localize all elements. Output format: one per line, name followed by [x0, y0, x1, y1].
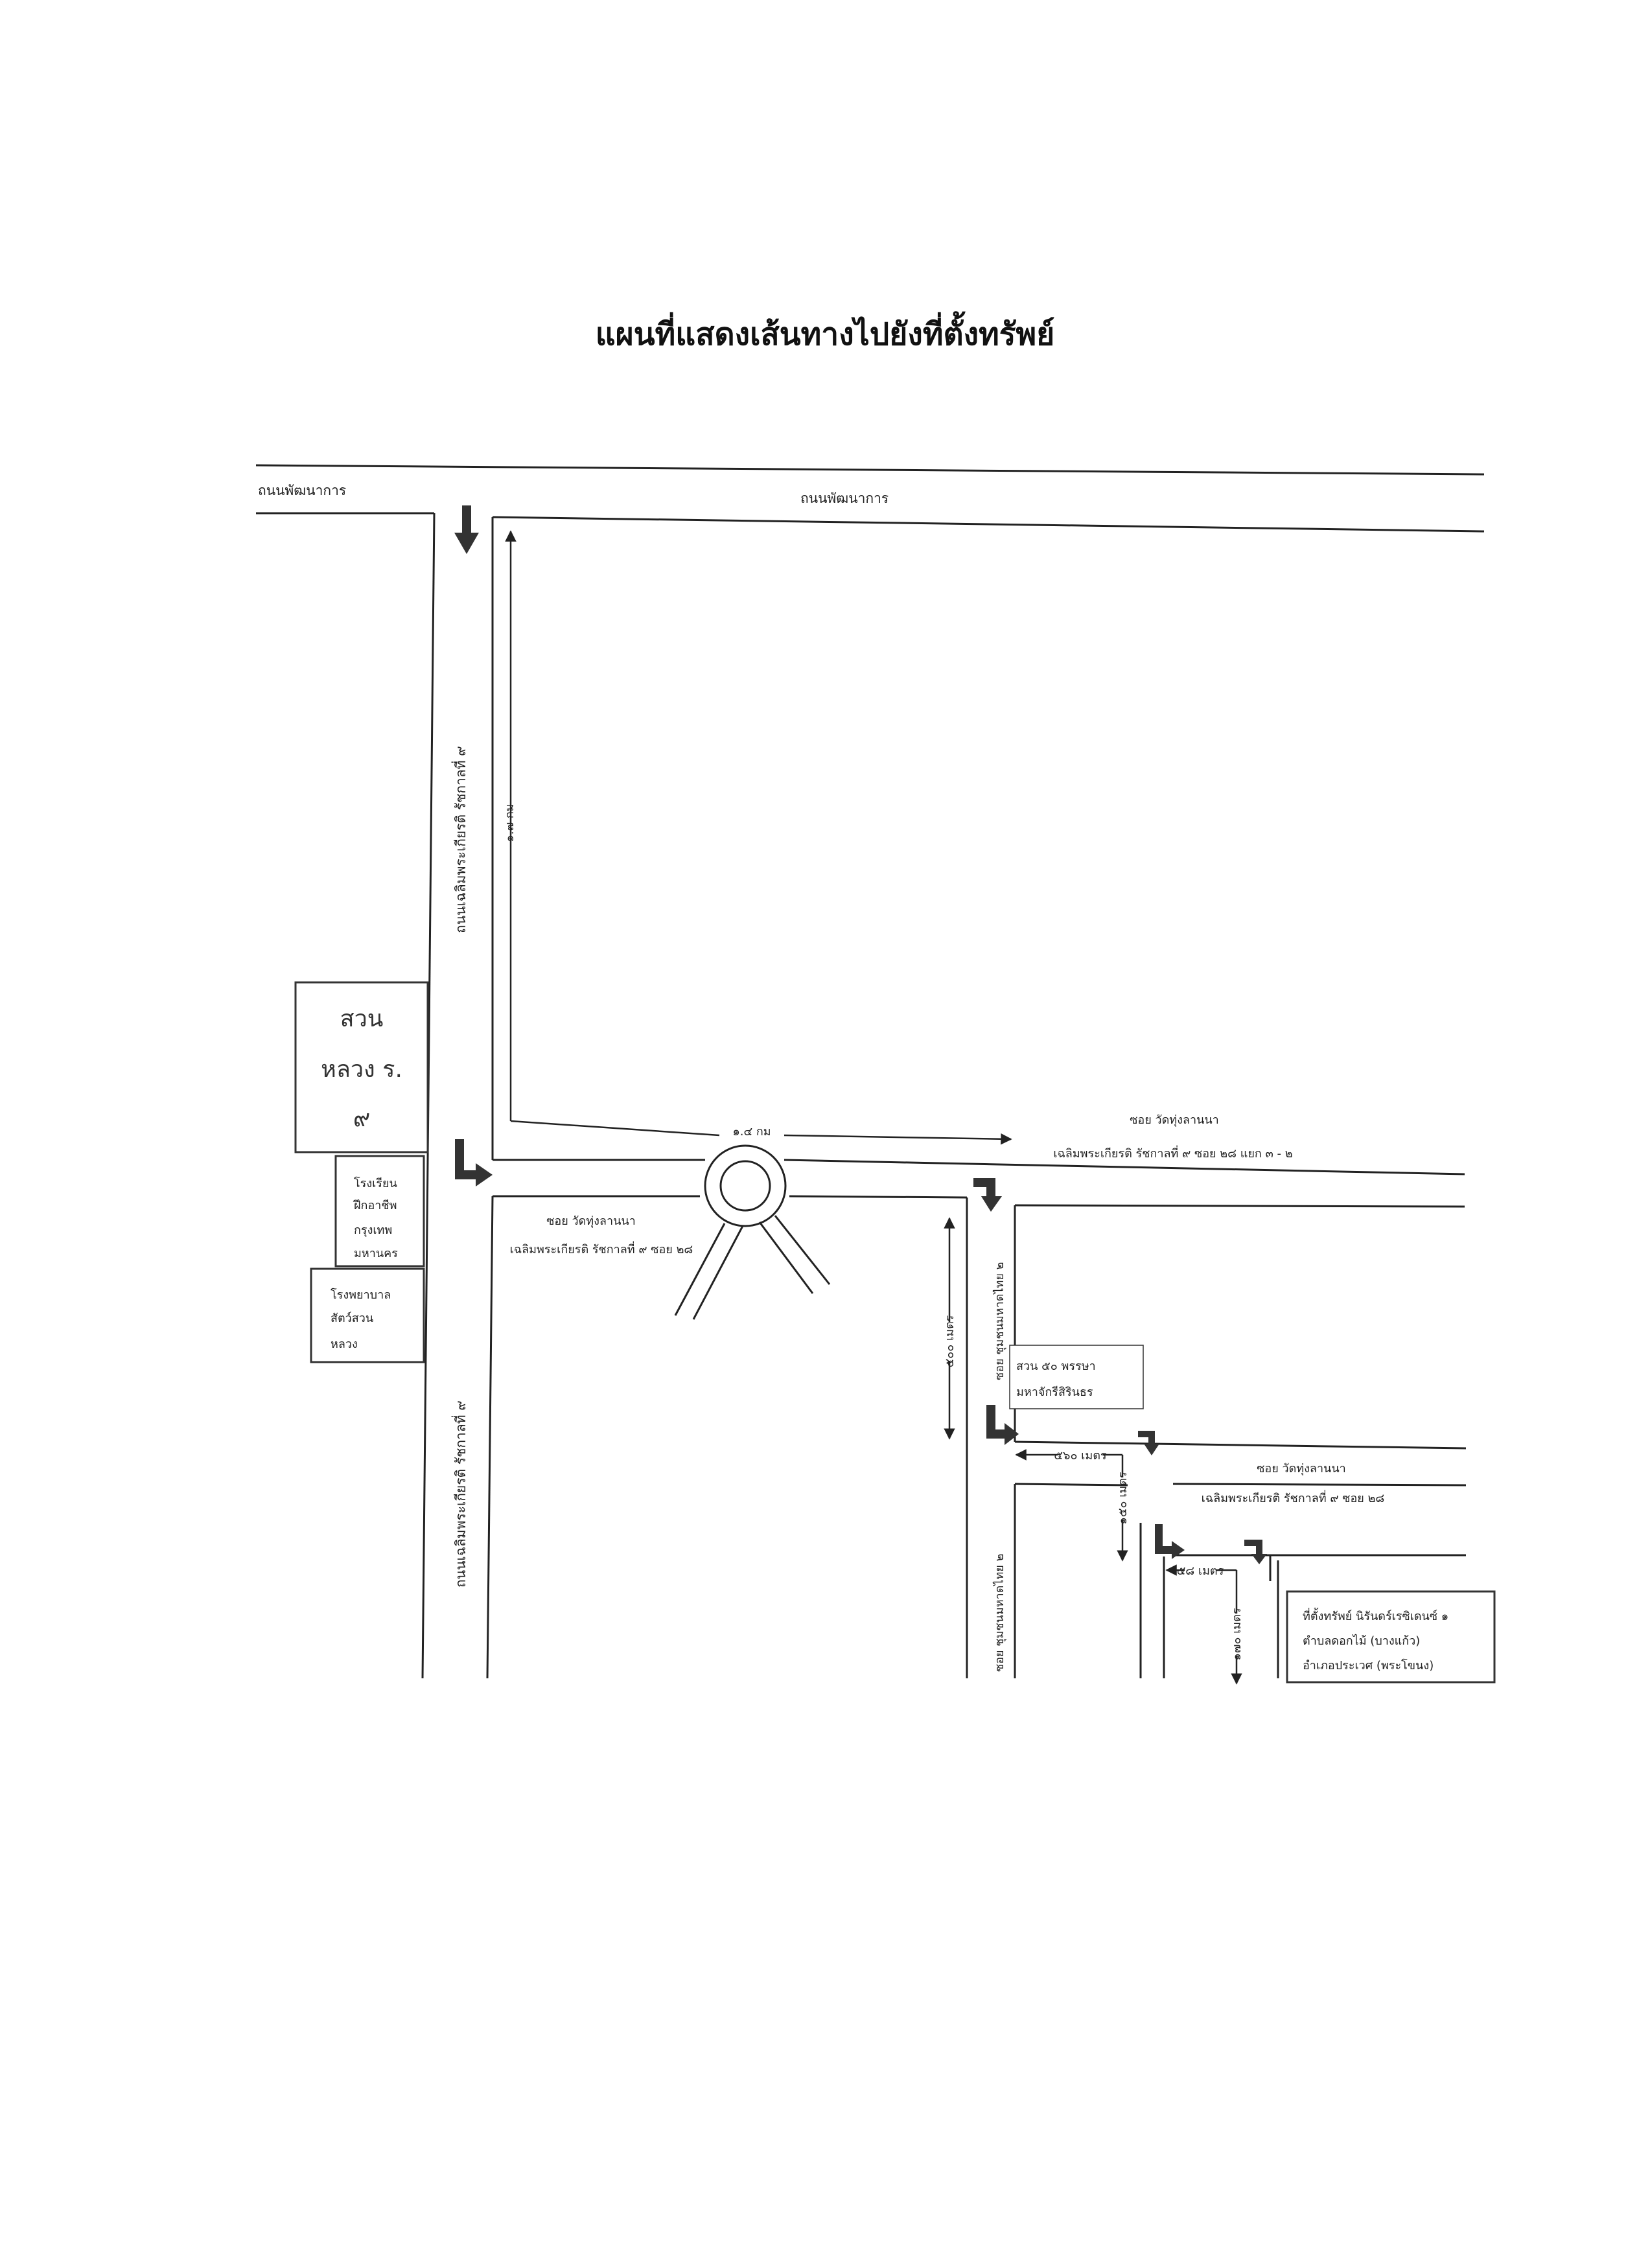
- landmark-vocational-school: โรงเรียน ฝึกอาชีพ กรุงเทพ มหานคร: [334, 1155, 425, 1267]
- property-location: ที่ตั้งทรัพย์ นิรันดร์เรซิเดนซ์ ๑ ตำบลดอ…: [1286, 1590, 1496, 1684]
- distance-east: ๑.๔ กม: [732, 1125, 771, 1139]
- route-arrow-south-icon: [454, 505, 479, 554]
- label-soi-wat-upper-2: เฉลิมพระเกียรติ รัชกาลที่ ๙ ซอย ๒๘ แยก ๓…: [1053, 1145, 1292, 1161]
- label-chaloem-north: ถนนเฉลิมพระเกียรติ รัชกาลที่ ๙: [451, 746, 469, 933]
- svg-text:หลวง ร.: หลวง ร.: [321, 1056, 402, 1083]
- landmark-animal-hospital: โรงพยาบาล สัตว์สวน หลวง: [310, 1267, 425, 1363]
- label-chaloem-south: ถนนเฉลิมพระเกียรติ รัชกาลที่ ๙: [451, 1400, 469, 1588]
- landmark-suan-50-phansa: สวน ๕๐ พรรษา มหาจักรีสิรินธร: [1009, 1345, 1144, 1409]
- svg-text:โรงพยาบาล: โรงพยาบาล: [331, 1288, 391, 1302]
- label-soi-wat-left-2: เฉลิมพระเกียรติ รัชกาลที่ ๙ ซอย ๒๘: [510, 1241, 693, 1256]
- svg-text:อำเภอประเวศ (พระโขนง): อำเภอประเวศ (พระโขนง): [1303, 1658, 1434, 1672]
- route-arrow-turn-east-3-icon: [1155, 1524, 1185, 1559]
- label-phatthanakan-left: ถนนพัฒนาการ: [258, 483, 346, 498]
- label-soi-chum-upper: ซอย ชุมชนมหาดไทย ๒: [992, 1262, 1006, 1380]
- road-soi-28-right: [1172, 1483, 1467, 1581]
- label-soi-chum-lower: ซอย ชุมชนมหาดไทย ๒: [992, 1554, 1006, 1672]
- svg-text:สวน ๕๐ พรรษา: สวน ๕๐ พรรษา: [1016, 1360, 1096, 1373]
- label-soi-wat-right-2: เฉลิมพระเกียรติ รัชกาลที่ ๙ ซอย ๒๘: [1202, 1490, 1385, 1505]
- road-sub-lanes: [1139, 1523, 1279, 1678]
- map-title: แผนที่แสดงเส้นทางไปยังที่ตั้งทรัพย์: [596, 311, 1055, 353]
- label-soi-wat-left-1: ซอย วัดทุ่งลานนา: [546, 1214, 636, 1228]
- distance-500m: ๕๐๐ เมตร: [943, 1315, 957, 1367]
- distance-north: ๑.๗ กม: [503, 804, 517, 842]
- label-soi-wat-upper-1: ซอย วัดทุ่งลานนา: [1130, 1113, 1219, 1127]
- svg-text:สวน: สวน: [340, 1006, 384, 1032]
- svg-text:๙: ๙: [353, 1105, 370, 1132]
- route-arrow-turn-south-2-icon: [1138, 1431, 1159, 1455]
- label-soi-wat-right-1: ซอย วัดทุ่งลานนา: [1257, 1462, 1346, 1475]
- svg-text:สัตว์สวน: สัตว์สวน: [331, 1312, 373, 1325]
- route-arrow-turn-east-icon: [455, 1139, 493, 1186]
- landmark-suan-luang-rama-9: สวน หลวง ร. ๙: [294, 981, 429, 1153]
- label-phatthanakan-top: ถนนพัฒนาการ: [800, 491, 889, 506]
- route-arrow-turn-south-1-icon: [973, 1178, 1002, 1212]
- route-arrow-turn-east-2-icon: [986, 1405, 1019, 1445]
- svg-text:ตำบลดอกไม้ (บางแก้ว): ตำบลดอกไม้ (บางแก้ว): [1303, 1634, 1420, 1648]
- svg-text:โรงเรียน: โรงเรียน: [354, 1176, 397, 1190]
- roundabout: [674, 1144, 831, 1320]
- distance-560m: ๕๖๐ เมตร: [1054, 1449, 1106, 1463]
- distance-170m: ๑๗๐ เมตร: [1230, 1608, 1244, 1660]
- svg-text:หลวง: หลวง: [331, 1337, 358, 1351]
- svg-text:ฝึกอาชีพ: ฝึกอาชีพ: [353, 1199, 397, 1212]
- svg-text:ที่ตั้งทรัพย์ นิรันดร์เรซิเดนซ: ที่ตั้งทรัพย์ นิรันดร์เรซิเดนซ์ ๑: [1303, 1608, 1448, 1623]
- road-soi-wat-thung-lan-na: [493, 1159, 1465, 1208]
- route-arrow-turn-south-3-icon: [1244, 1540, 1267, 1564]
- distance-arrows: [505, 530, 1242, 1685]
- svg-text:มหานคร: มหานคร: [354, 1247, 398, 1260]
- distance-50m: ๕๘ เมตร: [1177, 1564, 1224, 1578]
- svg-text:มหาจักรีสิรินธร: มหาจักรีสิรินธร: [1016, 1385, 1093, 1399]
- distance-150m: ๑๕๐ เมตร: [1116, 1472, 1130, 1524]
- svg-text:กรุงเทพ: กรุงเทพ: [354, 1223, 392, 1237]
- road-phatthanakan: [255, 464, 1485, 533]
